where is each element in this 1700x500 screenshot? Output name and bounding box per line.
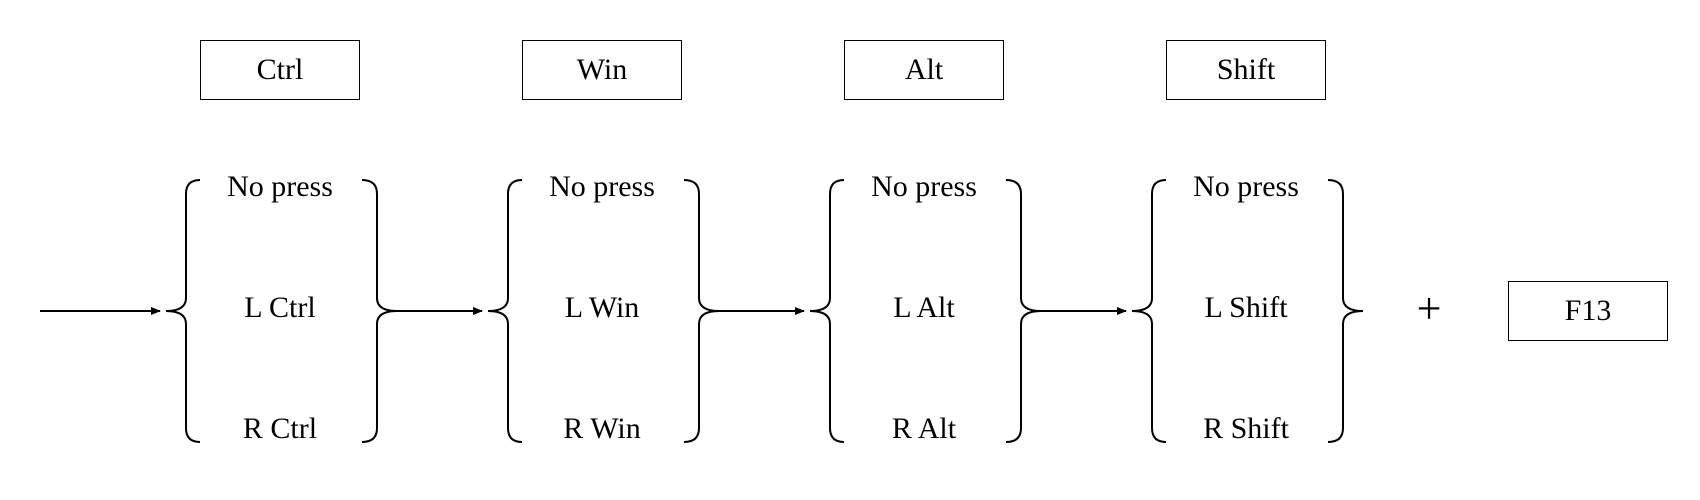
win-option-left: L Win xyxy=(564,291,640,324)
win-key-box: Win xyxy=(522,40,682,100)
ctrl-right-brace xyxy=(361,179,398,443)
shift-right-brace xyxy=(1327,179,1364,443)
win-left-brace xyxy=(487,179,523,443)
f13-key-label: F13 xyxy=(1564,294,1612,327)
shift-option-left: L Shift xyxy=(1204,291,1288,324)
ctrl-key-box: Ctrl xyxy=(200,40,360,100)
shift-left-brace xyxy=(1131,179,1167,443)
alt-left-brace xyxy=(809,179,845,443)
alt-option-no-press: No press xyxy=(871,170,977,203)
ctrl-option-right: R Ctrl xyxy=(242,412,318,445)
shift-option-no-press: No press xyxy=(1193,170,1299,203)
ctrl-option-no-press: No press xyxy=(227,170,333,203)
alt-key-label: Alt xyxy=(904,53,944,86)
shift-key-box: Shift xyxy=(1166,40,1326,100)
alt-right-brace xyxy=(1005,179,1042,443)
ctrl-option-left: L Ctrl xyxy=(244,291,316,324)
shift-option-right: R Shift xyxy=(1203,412,1289,445)
alt-option-left: L Alt xyxy=(893,291,955,324)
shift-key-label: Shift xyxy=(1216,53,1276,86)
ctrl-left-brace xyxy=(165,179,201,443)
plus-sign: + xyxy=(1416,284,1442,333)
alt-option-right: R Alt xyxy=(891,412,957,445)
win-option-right: R Win xyxy=(563,412,641,445)
win-key-label: Win xyxy=(576,53,628,86)
win-right-brace xyxy=(683,179,720,443)
win-option-no-press: No press xyxy=(549,170,655,203)
alt-key-box: Alt xyxy=(844,40,1004,100)
ctrl-key-label: Ctrl xyxy=(256,53,304,86)
f13-key-box: F13 xyxy=(1508,281,1668,341)
